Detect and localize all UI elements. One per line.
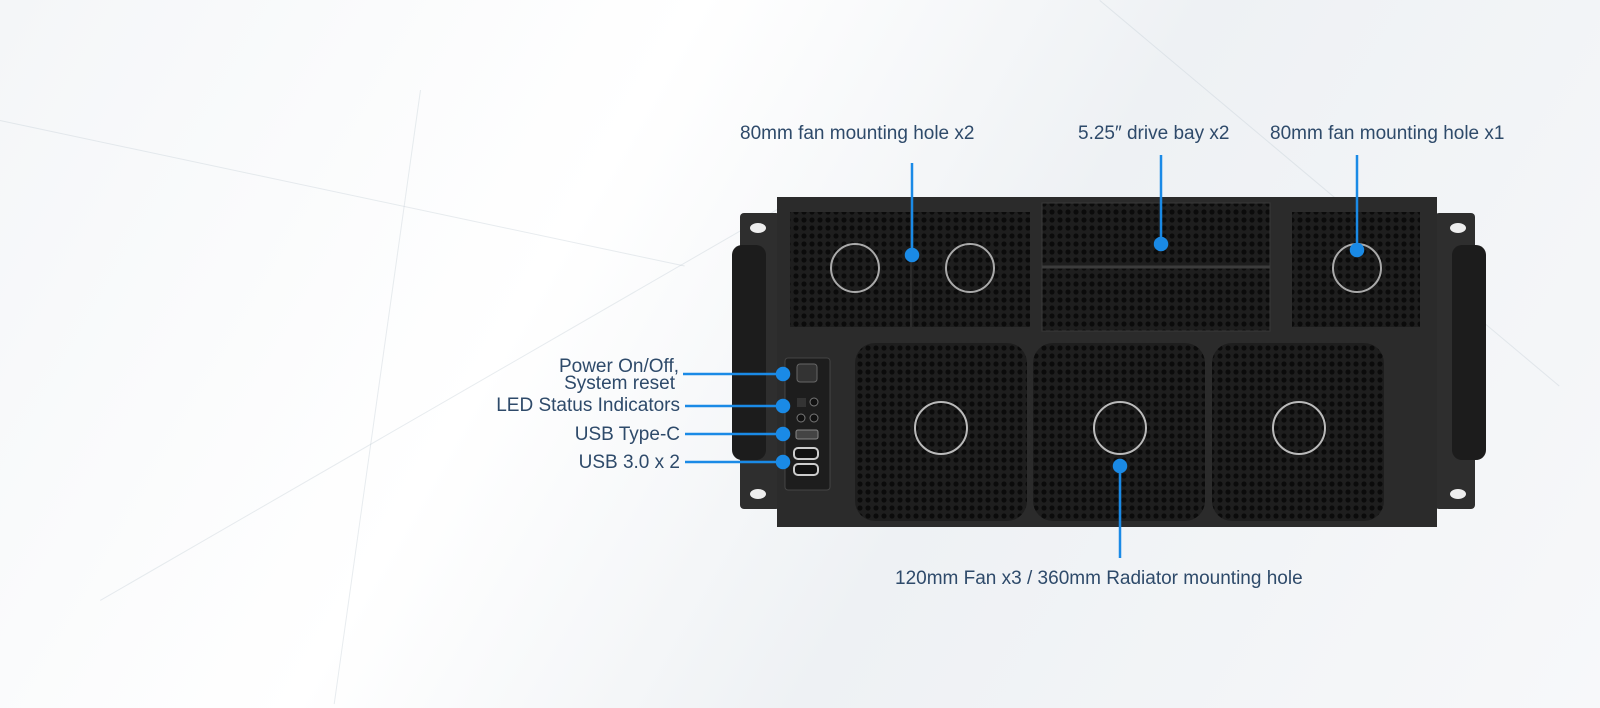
label-80mm-fan-left: 80mm fan mounting hole x2 bbox=[740, 123, 975, 144]
label-80mm-fan-right: 80mm fan mounting hole x1 bbox=[1270, 123, 1505, 144]
label-power-line2: System reset bbox=[564, 373, 675, 394]
fan-120mm bbox=[1212, 343, 1384, 521]
fan-80mm-grille bbox=[912, 212, 1030, 327]
fan-80mm-grille bbox=[790, 212, 910, 327]
fan-120mm bbox=[1033, 343, 1205, 521]
label-120mm-fans: 120mm Fan x3 / 360mm Radiator mounting h… bbox=[895, 568, 1303, 589]
right-rack-ear bbox=[1435, 213, 1486, 509]
label-power-line1: Power On/Off, bbox=[558, 356, 679, 377]
label-drive-bay: 5.25″ drive bay x2 bbox=[1078, 123, 1230, 144]
fan-120mm bbox=[855, 343, 1027, 521]
label-led-status: LED Status Indicators bbox=[496, 395, 680, 416]
callout-lines bbox=[683, 155, 1365, 558]
fan-hub bbox=[945, 243, 995, 293]
fan-hub bbox=[830, 243, 880, 293]
label-usb3: USB 3.0 x 2 bbox=[578, 452, 680, 473]
left-rack-ear bbox=[732, 213, 780, 509]
label-usb-type-c: USB Type-C bbox=[574, 424, 680, 445]
front-io-panel bbox=[784, 357, 831, 491]
label-power-reset: Power On/Off, System reset bbox=[558, 356, 679, 394]
